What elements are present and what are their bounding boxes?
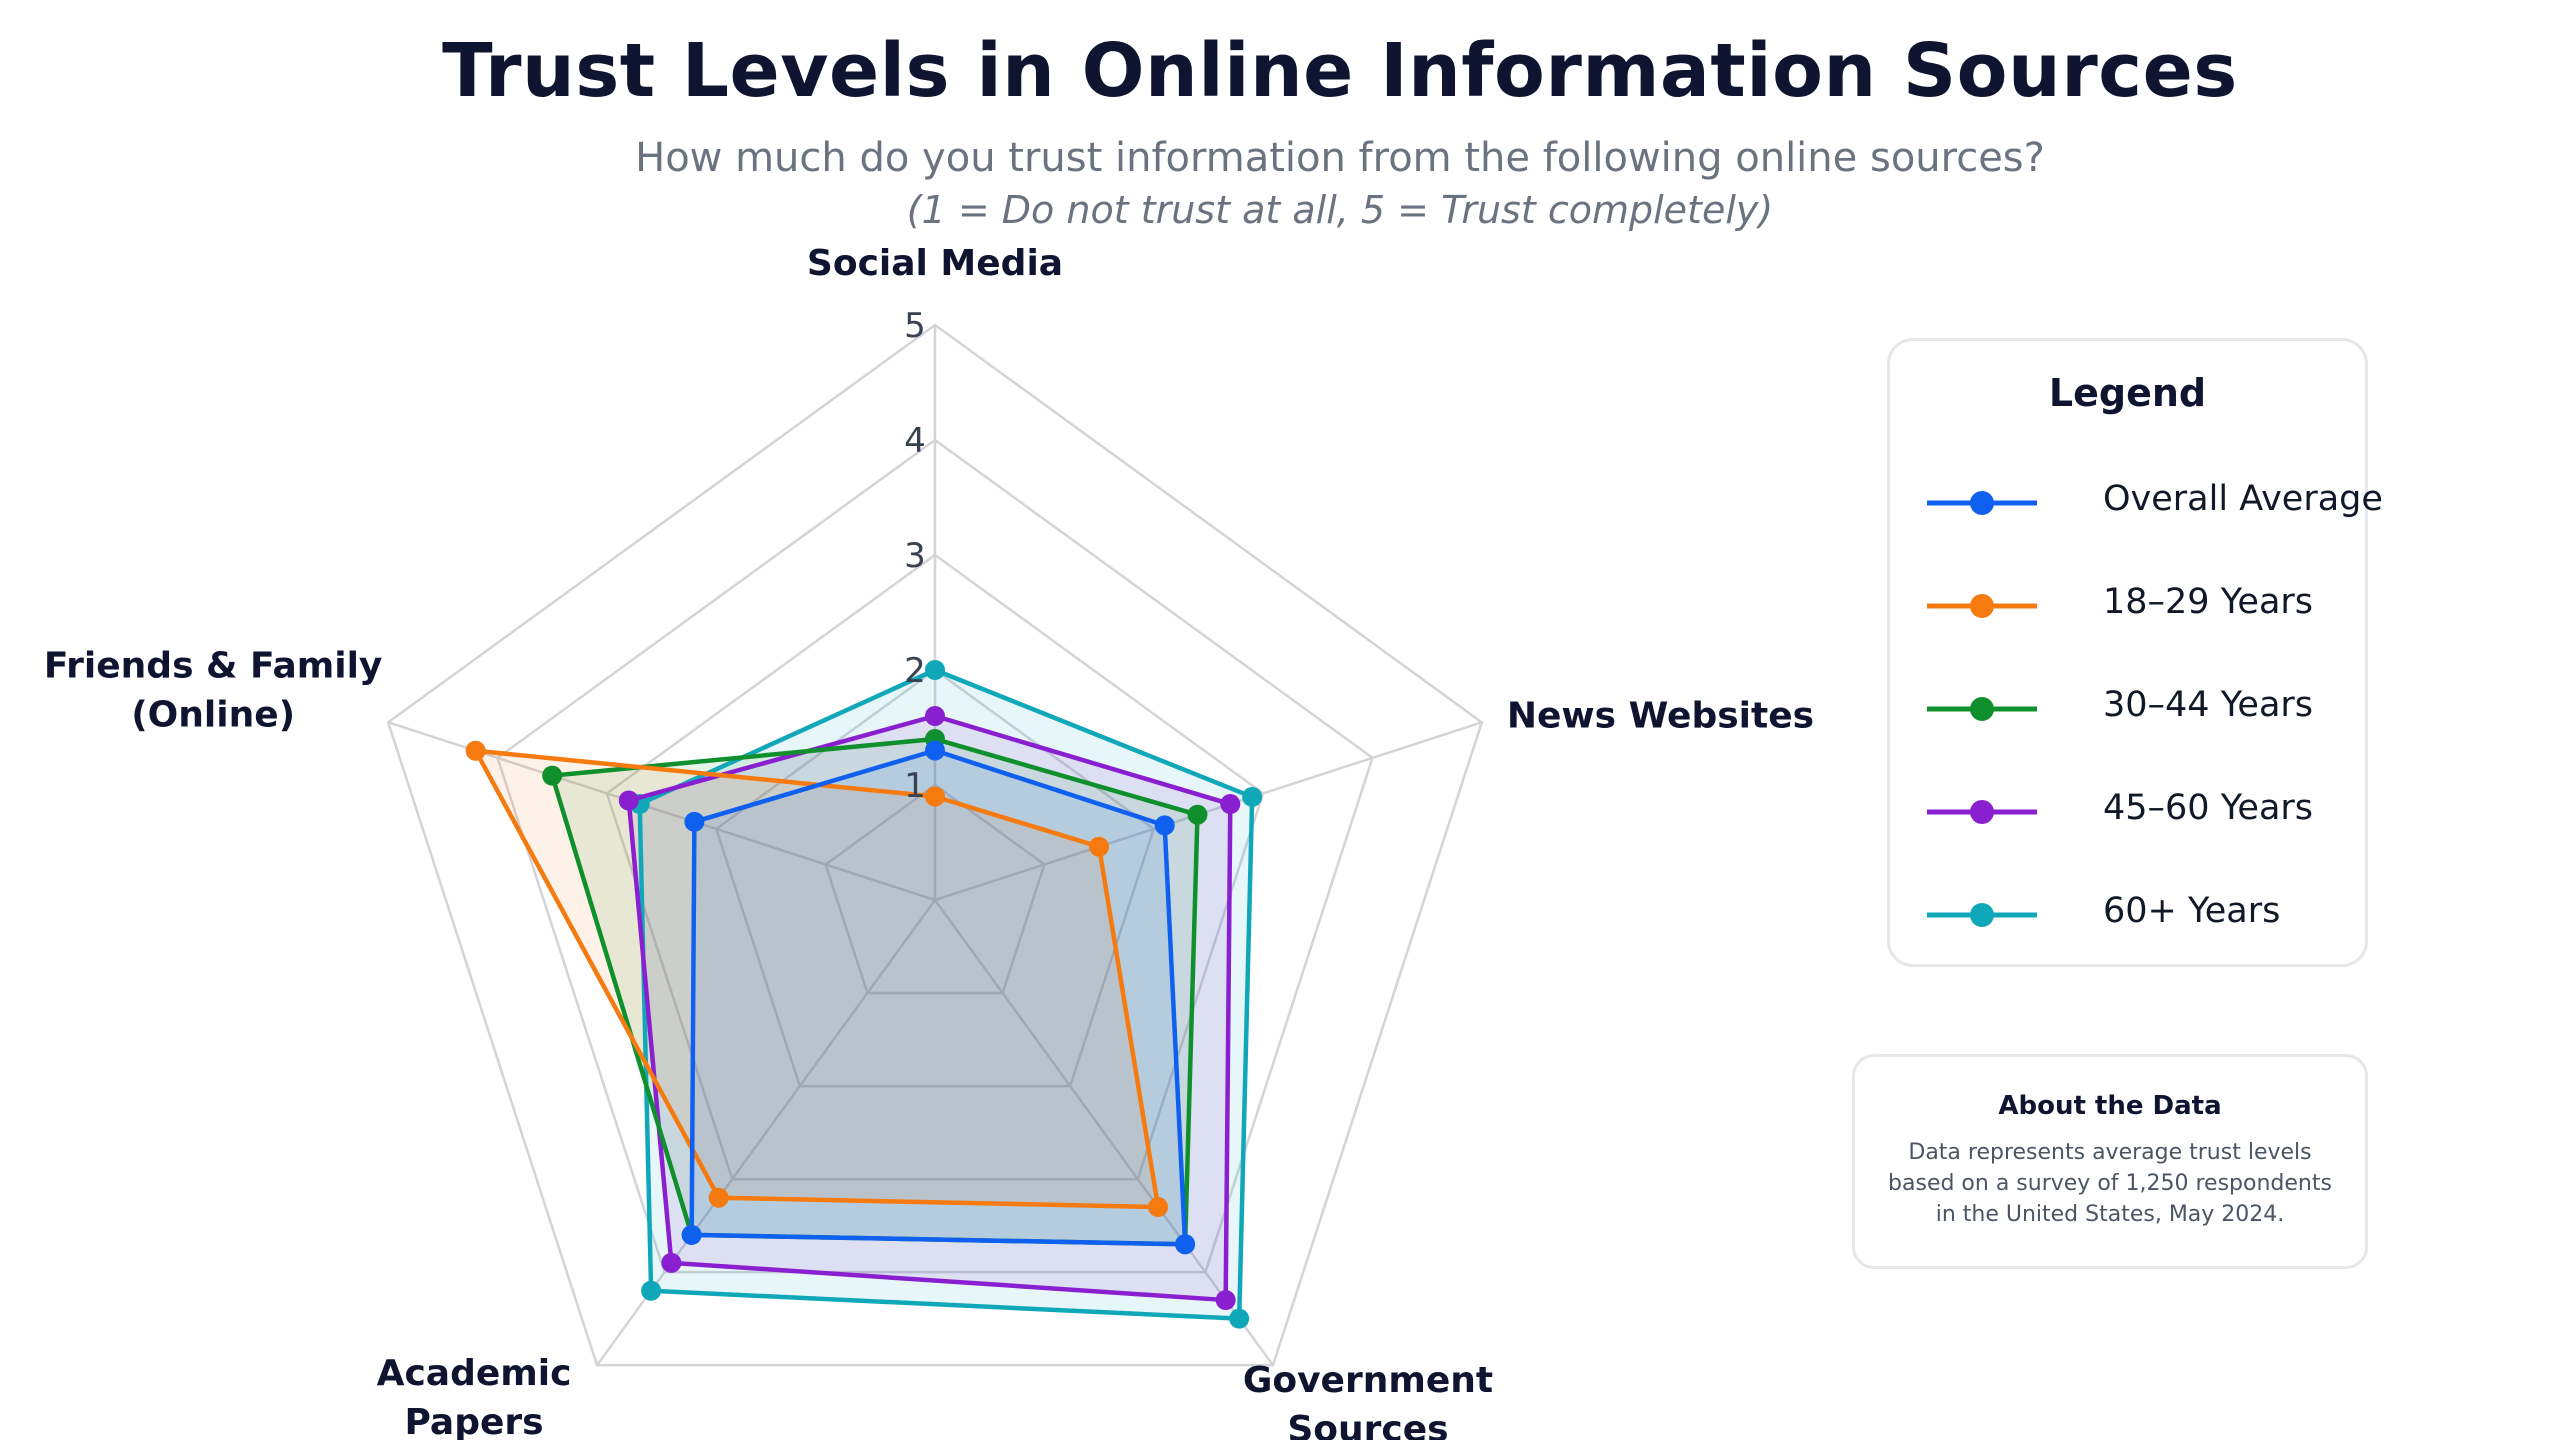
tick-label: 3	[904, 536, 926, 576]
about-line: in the United States, May 2024.	[1935, 1202, 2285, 1227]
data-point	[465, 740, 486, 761]
chart-title: Trust Levels in Online Information Sourc…	[442, 28, 2238, 114]
series-area	[552, 739, 1198, 1245]
data-point	[618, 790, 639, 811]
legend-swatch	[1927, 800, 2037, 824]
legend-title: Legend	[2048, 371, 2207, 415]
data-point	[684, 811, 705, 832]
about-line: based on a survey of 1,250 respondents	[1888, 1171, 2332, 1196]
data-point	[925, 786, 945, 807]
series-area	[628, 716, 1231, 1301]
legend-item: 60+ Years	[1925, 887, 2355, 947]
series-line	[689, 748, 1188, 1247]
axis-label: Friends & Family	[44, 645, 383, 686]
about-panel: About the Data Data represents average t…	[1852, 1054, 2368, 1269]
data-point	[708, 1187, 729, 1208]
legend-item: 18–29 Years	[1925, 578, 2355, 638]
data-point	[1148, 1197, 1169, 1218]
data-point	[925, 740, 945, 761]
data-point	[641, 1280, 662, 1301]
legend-label: 60+ Years	[2103, 891, 2281, 931]
axis-spoke	[934, 721, 1483, 902]
tick-label: 2	[904, 651, 926, 691]
grid-ring	[824, 783, 1046, 995]
tick-label: 1	[904, 766, 926, 806]
legend-swatch	[1927, 903, 2037, 927]
axis-label: News Websites	[1507, 695, 1814, 736]
data-point	[1242, 786, 1263, 807]
about-title: About the Data	[1998, 1091, 2222, 1121]
axis-spoke	[933, 899, 1274, 1366]
legend-swatch	[1927, 491, 2037, 515]
series-area	[639, 670, 1253, 1319]
data-point	[1175, 1234, 1196, 1255]
axis-label: (Online)	[131, 694, 295, 735]
grid-ring	[496, 438, 1374, 1274]
grid-ring	[386, 323, 1484, 1367]
data-point	[542, 765, 563, 786]
legend-item: Overall Average	[1925, 475, 2383, 535]
data-point	[925, 706, 945, 726]
axis-label: Social Media	[807, 243, 1063, 284]
axis-label: Papers	[404, 1402, 543, 1440]
legend-item: 45–60 Years	[1925, 784, 2355, 844]
data-point	[1215, 1290, 1236, 1311]
data-point	[1187, 804, 1208, 825]
data-point	[1154, 815, 1175, 836]
legend-swatch	[1927, 594, 2037, 618]
series-area	[691, 750, 1186, 1245]
grid-ring	[605, 553, 1265, 1181]
series-area	[475, 750, 1159, 1208]
data-point	[1220, 794, 1241, 815]
scale-note: (1 = Do not trust at all, 5 = Trust comp…	[906, 188, 1774, 232]
legend-label: 18–29 Years	[2103, 582, 2314, 622]
data-point	[681, 1224, 702, 1245]
legend-label: 45–60 Years	[2103, 788, 2314, 828]
data-point	[1229, 1308, 1250, 1329]
tick-label: 5	[904, 306, 926, 346]
about-line: Data represents average trust levels	[1908, 1140, 2312, 1165]
about-text: Data represents average trust levels bas…	[1879, 1137, 2341, 1230]
series-line	[473, 748, 1161, 1210]
legend-swatch	[1927, 697, 2037, 721]
legend-label: Overall Average	[2103, 479, 2383, 519]
data-point	[661, 1252, 682, 1273]
legend-item: 30–44 Years	[1925, 681, 2355, 741]
chart-subtitle: How much do you trust information from t…	[635, 135, 2045, 181]
legend-label: 30–44 Years	[2103, 685, 2314, 725]
data-point	[1089, 836, 1110, 857]
legend: Legend Overall Average 18–29 Years 30–44 Y…	[1887, 338, 2383, 967]
tick-label: 4	[904, 421, 926, 461]
axis-label: Sources	[1287, 1409, 1448, 1440]
data-point	[925, 660, 945, 680]
axis-label: Government	[1243, 1360, 1493, 1401]
series-line	[626, 713, 1233, 1303]
axis-label: Academic	[377, 1353, 572, 1394]
